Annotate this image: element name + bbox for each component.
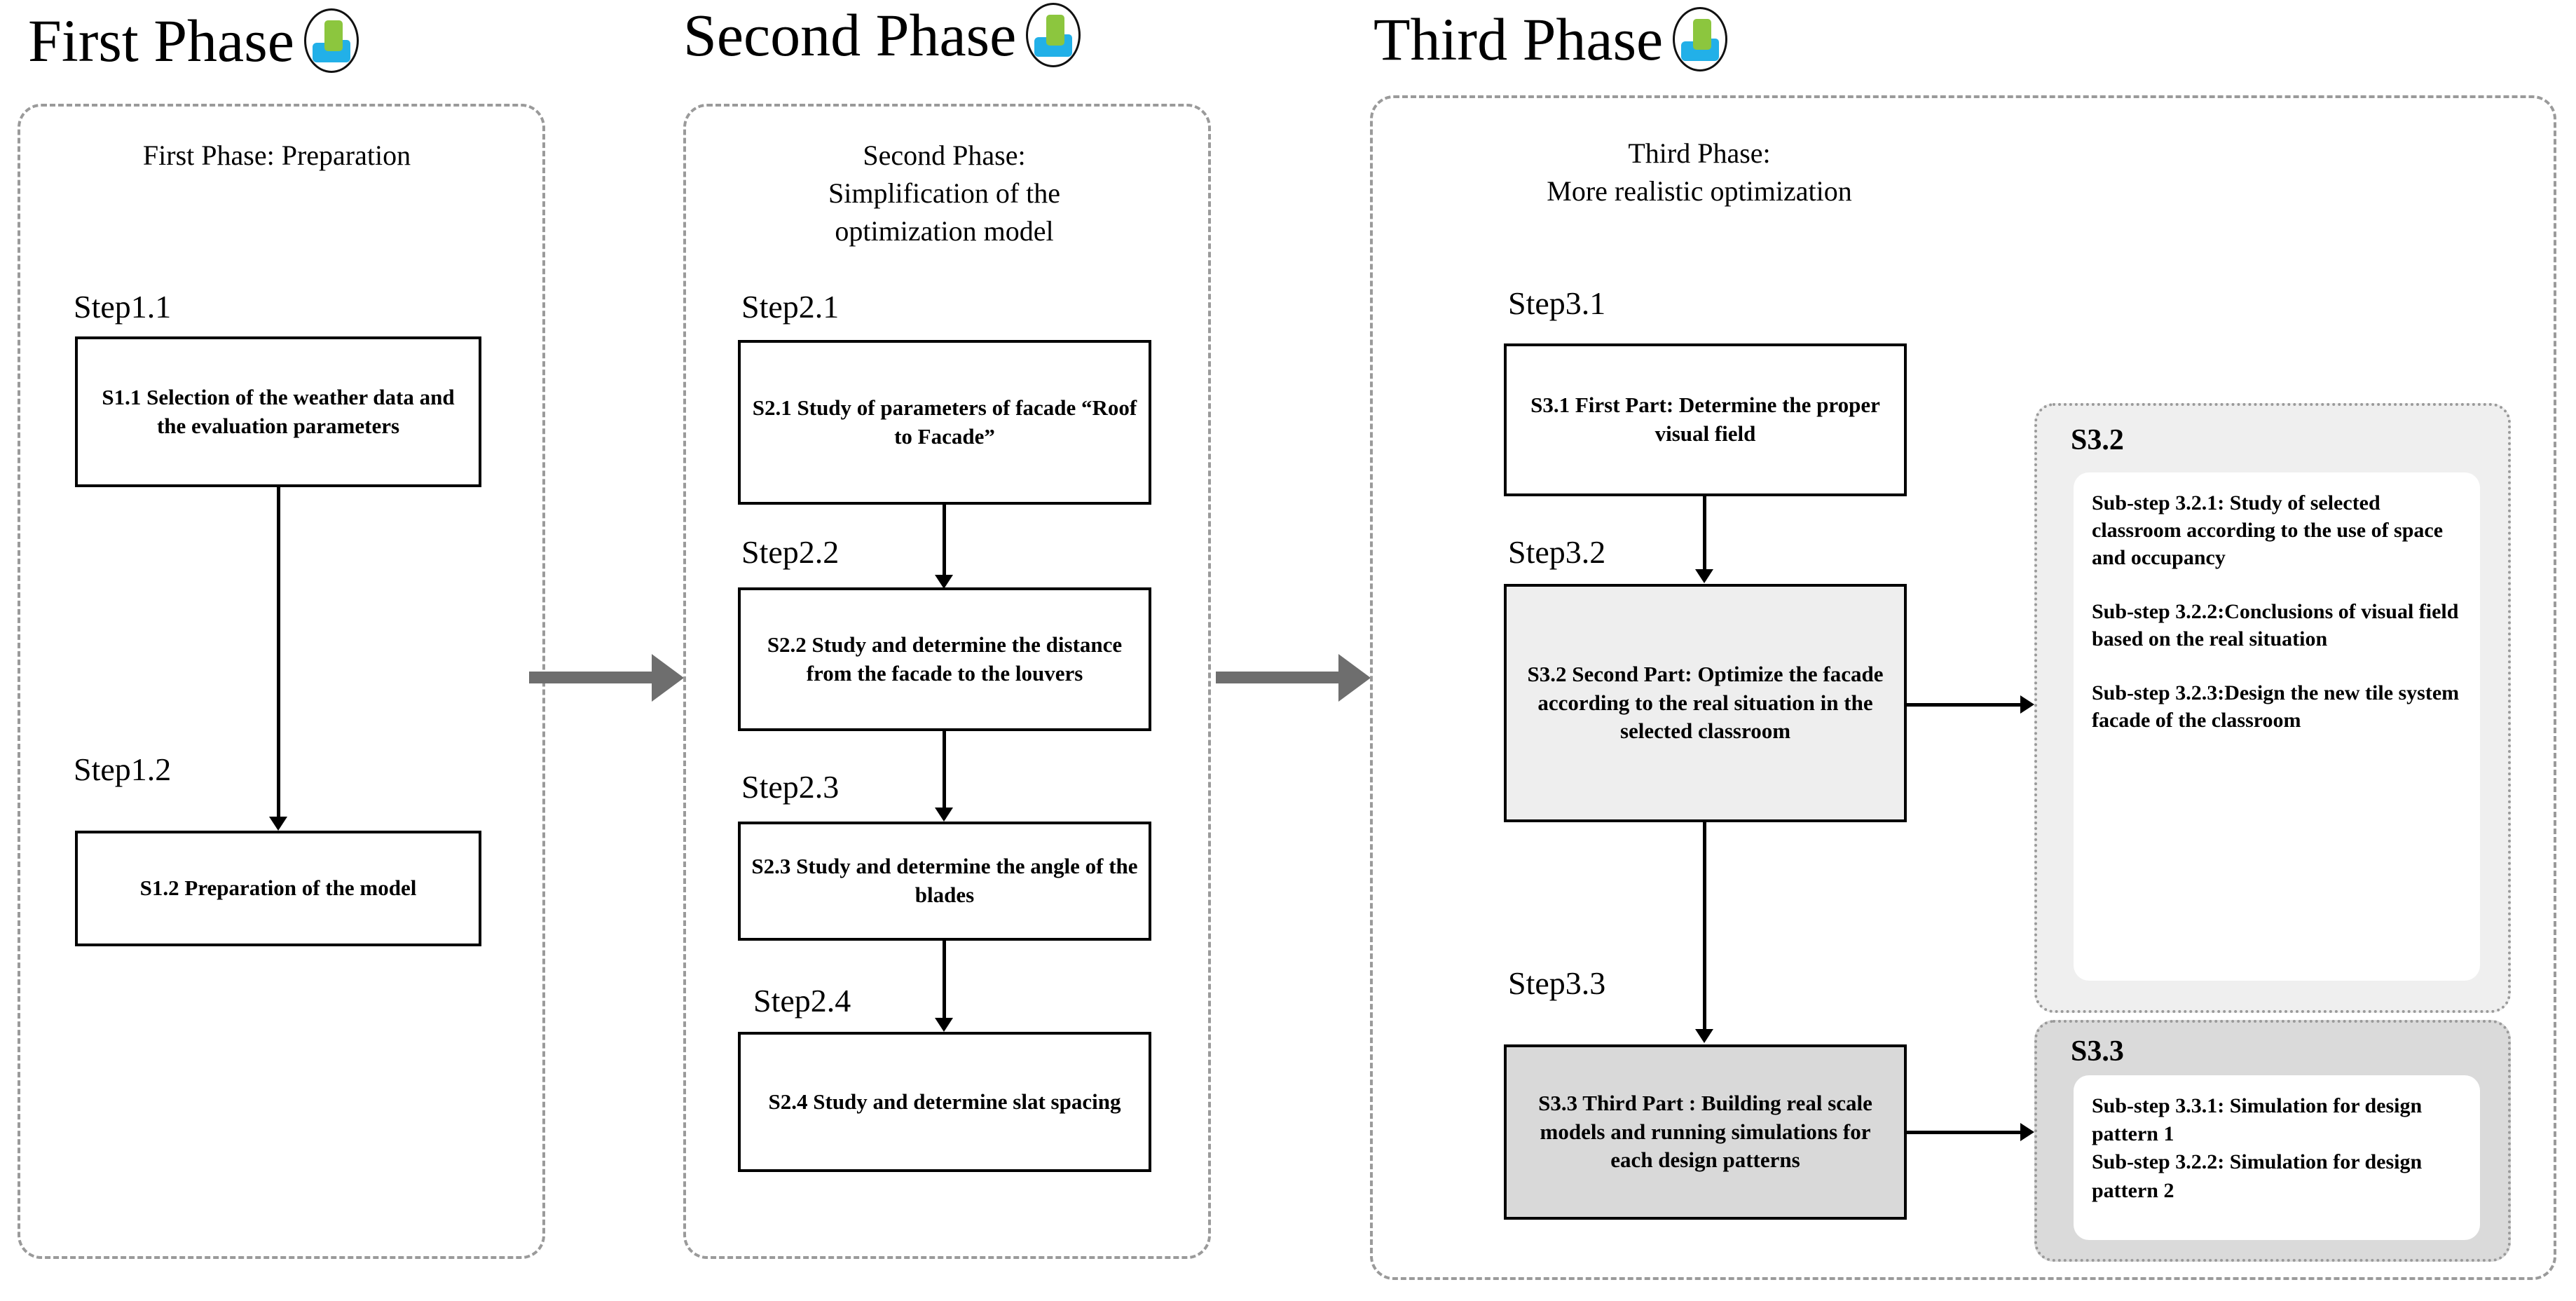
step-label-2-2: Step2.2 xyxy=(741,534,840,570)
phase-heading-3: Third Phase xyxy=(1373,6,1728,73)
phase-connector-arrow-2-3 xyxy=(1338,654,1371,702)
connector-line-s2-2-to-s2-3 xyxy=(943,731,946,819)
process-box-s2-1[interactable]: S2.1 Study of parameters of facade “Roof… xyxy=(738,340,1151,505)
step-label-2-3: Step2.3 xyxy=(741,769,840,805)
connector-line-s2-1-to-s2-2 xyxy=(943,505,946,585)
phase-title-line: More realistic optimization xyxy=(1547,175,1852,207)
connector-line-s1-1-to-s1-2 xyxy=(277,487,280,820)
brand-logo-icon xyxy=(1026,3,1081,67)
substep-item: Sub-step 3.2.2: Simulation for design pa… xyxy=(2092,1150,2423,1202)
connector-line-s2-3-to-s2-4 xyxy=(943,941,946,1028)
connector-arrow-s3-2-to-s3-3 xyxy=(1695,1029,1713,1043)
connector-arrow-s3-1-to-s3-2 xyxy=(1695,569,1713,583)
step-label-3-3: Step3.3 xyxy=(1508,965,1606,1001)
connector-line-s3-1-to-s3-2 xyxy=(1703,496,1706,580)
process-box-s1-2[interactable]: S1.2 Preparation of the model xyxy=(75,831,481,946)
phase-title-line: Simplification of the xyxy=(828,177,1061,209)
substep-item: Sub-step 3.2.1: Study of selected classr… xyxy=(2092,491,2444,569)
step-label-1-2: Step1.2 xyxy=(74,751,172,787)
phase-title-line: optimization model xyxy=(835,215,1054,247)
phase-connector-line-1-2 xyxy=(529,672,666,683)
substep-item: Sub-step 3.2.2:Conclusions of visual fie… xyxy=(2092,600,2459,650)
brand-logo-icon xyxy=(303,8,359,73)
step-label-1-1: Step1.1 xyxy=(74,289,172,325)
process-box-s3-1[interactable]: S3.1 First Part: Determine the proper vi… xyxy=(1504,343,1907,496)
side-panel-content-s3-3: Sub-step 3.3.1: Simulation for design pa… xyxy=(2074,1075,2480,1240)
process-box-s3-2[interactable]: S3.2 Second Part: Optimize the facade ac… xyxy=(1504,584,1907,822)
connector-arrow-s2-2-to-s2-3 xyxy=(935,808,953,822)
phase-connector-arrow-1-2 xyxy=(652,654,684,702)
side-panel-s3-3: S3.3 Sub-step 3.3.1: Simulation for desi… xyxy=(2034,1020,2511,1262)
process-box-s2-2[interactable]: S2.2 Study and determine the distance fr… xyxy=(738,587,1151,731)
connector-arrow-s1-1-to-s1-2 xyxy=(269,817,287,831)
side-panel-title-s3-2: S3.2 xyxy=(2071,424,2124,456)
phase-title-1: First Phase: Preparation xyxy=(142,139,411,171)
side-panel-content-s3-2: Sub-step 3.2.1: Study of selected classr… xyxy=(2074,472,2480,981)
phase-heading-2: Second Phase xyxy=(683,3,1081,67)
process-box-s2-3[interactable]: S2.3 Study and determine the angle of th… xyxy=(738,822,1151,941)
process-box-s2-4[interactable]: S2.4 Study and determine slat spacing xyxy=(738,1032,1151,1172)
side-panel-title-s3-3: S3.3 xyxy=(2071,1035,2124,1068)
side-panel-s3-2: S3.2 Sub-step 3.2.1: Study of selected c… xyxy=(2034,403,2511,1013)
connector-arrow-s3-2-to-panel xyxy=(2020,695,2034,714)
step-label-3-2: Step3.2 xyxy=(1508,534,1606,570)
brand-logo-icon xyxy=(1673,7,1728,71)
process-box-s1-1[interactable]: S1.1 Selection of the weather data and t… xyxy=(75,336,481,487)
connector-arrow-s3-3-to-panel xyxy=(2020,1123,2034,1141)
connector-line-s3-2-to-panel xyxy=(1907,703,2026,707)
phase-container-1 xyxy=(18,104,545,1259)
phase-title-2: Second Phase: Simplification of the opti… xyxy=(697,137,1191,250)
phase-title-line: Second Phase: xyxy=(863,139,1026,171)
phase-title-line: Third Phase: xyxy=(1628,137,1771,169)
substep-item: Sub-step 3.2.3:Design the new tile syste… xyxy=(2092,681,2460,732)
phase-heading-1: First Phase xyxy=(28,8,359,73)
phase-heading-label-3: Third Phase xyxy=(1373,6,1664,73)
process-box-s3-3[interactable]: S3.3 Third Part : Building real scale mo… xyxy=(1504,1044,1907,1220)
phase-heading-label-2: Second Phase xyxy=(683,1,1017,69)
connector-line-s3-3-to-panel xyxy=(1907,1131,2026,1134)
phase-title-3: Third Phase: More realistic optimization xyxy=(1384,135,2015,210)
step-label-2-4: Step2.4 xyxy=(753,983,851,1019)
connector-arrow-s2-1-to-s2-2 xyxy=(935,575,953,589)
step-label-3-1: Step3.1 xyxy=(1508,285,1606,321)
substep-item: Sub-step 3.3.1: Simulation for design pa… xyxy=(2092,1094,2423,1146)
phase-connector-line-2-3 xyxy=(1216,672,1352,683)
connector-line-s3-2-to-s3-3 xyxy=(1703,822,1706,1040)
step-label-2-1: Step2.1 xyxy=(741,289,840,325)
phase-heading-label-1: First Phase xyxy=(28,7,294,74)
connector-arrow-s2-3-to-s2-4 xyxy=(935,1018,953,1032)
